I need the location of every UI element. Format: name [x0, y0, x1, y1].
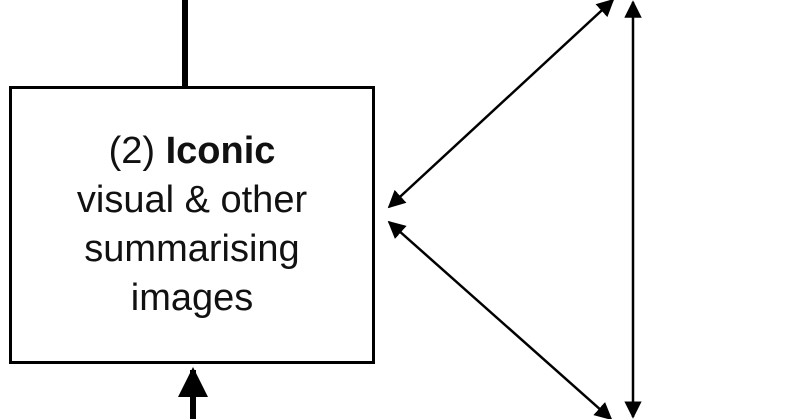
node-description-line-2: summarising	[84, 228, 300, 270]
node-description-line-3: images	[130, 277, 254, 319]
node-heading: (2) Iconic	[109, 127, 276, 176]
node-number: (2)	[108, 130, 156, 172]
arrow-diagonal-up	[387, 0, 615, 209]
node-description-line-1: visual & other	[76, 179, 308, 221]
node-title: Iconic	[165, 130, 276, 172]
arrow-diagonal-down	[387, 220, 613, 419]
iconic-node-box: (2) Iconic visual & other summarising im…	[9, 86, 375, 364]
